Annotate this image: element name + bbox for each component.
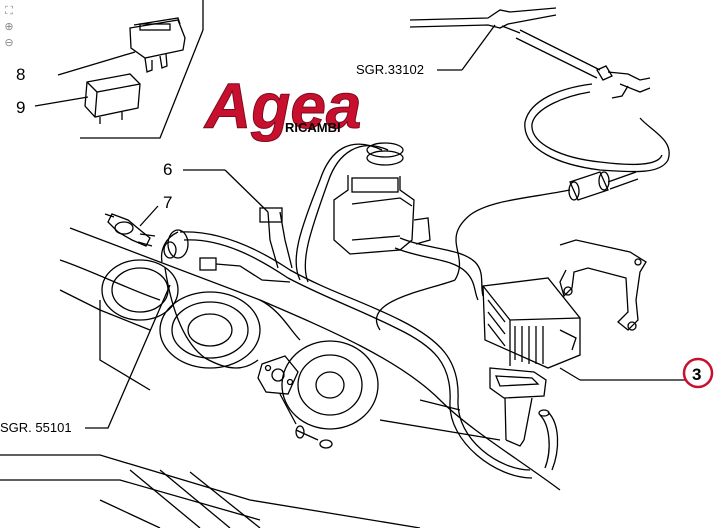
ignition-coil[interactable] [333,142,431,255]
zoom-toolbar: ⛶ ⊕ ⊖ [2,4,18,52]
wiring-harness[interactable] [160,207,533,479]
logo-main-text: Agea [203,70,362,142]
agea-logo: Agea RICAMBI [203,70,363,143]
front-headlamp-area [0,227,561,528]
sgr-55101-label[interactable]: SGR. 55101 [0,420,72,435]
leader-sgr55101 [85,284,171,429]
leader-9 [34,96,89,107]
fuel-filter[interactable] [454,171,639,281]
flange-part[interactable] [257,355,299,425]
callout-7-label[interactable]: 7 [163,193,172,212]
harness-branch-b [394,247,479,301]
leader-3 [559,367,581,381]
coil-cable [295,143,383,281]
sgr-33102-label[interactable]: SGR.33102 [356,62,424,77]
zoom-out-icon[interactable]: ⊖ [4,37,14,49]
ecu-connector[interactable] [489,367,559,471]
harness-connector[interactable] [163,229,189,259]
fit-icon[interactable]: ⛶ [5,5,13,17]
sensor-part[interactable] [104,213,156,247]
ecu-unit[interactable] [482,277,581,369]
coil-cable-b [304,145,389,283]
logo-sub-text: RICAMBI [285,120,341,135]
callout-3-label[interactable]: 3 [692,365,701,384]
callout-9-label[interactable]: 9 [16,98,25,117]
callout-3-circle[interactable] [682,357,714,389]
callout-8-label[interactable]: 8 [16,65,25,84]
ecu-bracket[interactable] [559,239,647,331]
inset-frame [80,0,204,139]
relay-part[interactable] [84,73,141,124]
leader-7 [139,205,159,227]
leader-6-b [224,169,269,213]
vacuum-hose-top[interactable] [409,7,670,173]
callout-6-label[interactable]: 6 [163,160,172,179]
fuse-part[interactable] [129,17,186,73]
harness-branch [399,237,484,297]
leader-8 [57,51,136,76]
zoom-in-icon[interactable]: ⊕ [4,21,14,33]
harness-loop [376,279,456,331]
leader-sgr33102-b [461,24,496,71]
screw-part[interactable] [295,425,333,449]
